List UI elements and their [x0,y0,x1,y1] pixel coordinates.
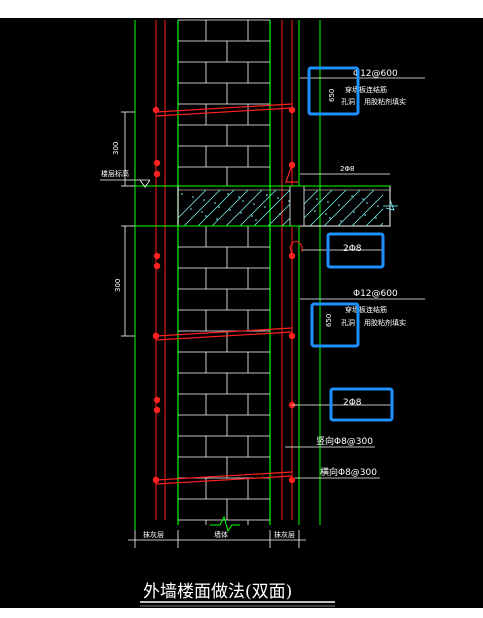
rebar-top-label: Φ12@600 [353,69,398,79]
dim-bottom-left-label: 抹灰层 [143,530,164,539]
dim-left-lower-label: 300 [114,279,122,292]
box-bar-upper-label: 2Φ8 [343,244,362,254]
horizontal-bar-callout: 横向Φ8@300 [295,466,380,479]
box-bar-upper-callout: 2Φ8 [289,232,385,269]
left-dimension-lower: 300 [114,225,135,337]
note-top-line3: 用胶粘剂填实 [364,97,406,106]
dim-left-upper-label: 300 [112,142,120,155]
note-mid-line3: 用胶粘剂填实 [364,318,406,327]
note-mid-line2: 孔洞 [341,318,355,327]
note-top-line2: 孔洞 [341,97,355,106]
slab-bar-callout: 2Φ8 [300,165,390,175]
bottom-dimension: 抹灰层 墙体 抹灰层 [128,530,306,548]
drawing-title: 外墙楼面做法(双面) [143,582,292,602]
brick-pattern [178,19,270,525]
wall-break-mark [210,515,240,533]
highlight-box-upper [326,232,385,269]
dim-bottom-mid-label: 墙体 [214,530,228,539]
note-mid-line1: 穿墙板连结筋 [345,305,387,314]
dim-bottom-right-label: 抹灰层 [274,530,295,539]
floor-level-mark: 楼层标高 [100,169,151,188]
highlight-box-top [307,66,360,116]
floor-level-label: 楼层标高 [101,169,129,178]
vertical-bar-callout: 竖向Φ8@300 [285,435,375,448]
left-dimension-upper: 300 [112,111,135,187]
highlight-box-lower [329,387,394,422]
box-bar-lower-callout: 2Φ8 [292,387,394,422]
dim-top-box-label: 650 [328,89,336,102]
rebar-dots [152,106,296,484]
note-top-line1: 穿墙板连结筋 [345,85,387,94]
box-bar-lower-label: 2Φ8 [343,398,362,408]
rebar-mid-label: Φ12@600 [353,289,398,299]
slab-bar-label: 2Φ8 [340,165,354,173]
drawing-background [0,18,483,608]
vertical-bar-label: 竖向Φ8@300 [316,435,373,447]
mid-annotation-block: Φ12@600 穿墙板连结筋 孔洞 用胶粘剂填实 650 [300,289,425,348]
highlight-box-mid [310,302,360,348]
tie-bars [155,103,298,485]
horizontal-bar-label: 横向Φ8@300 [320,466,377,478]
dim-mid-box-label: 650 [325,314,333,327]
top-annotation-block: Φ12@600 穿墙板连结筋 孔洞 用胶粘剂填实 650 [300,66,425,116]
